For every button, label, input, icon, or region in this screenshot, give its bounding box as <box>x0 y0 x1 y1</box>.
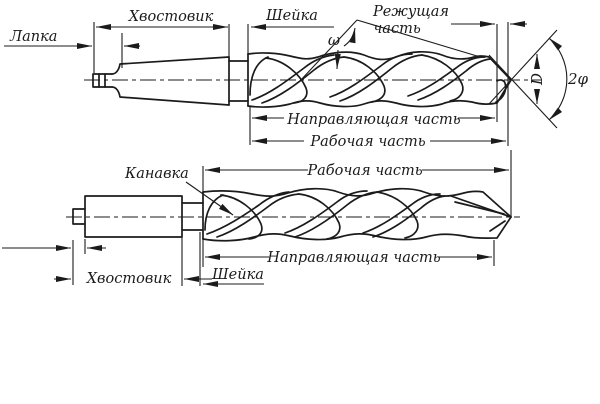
top-neck-label: Шейка <box>265 8 318 24</box>
top-working-part-label: Рабочая часть <box>309 134 425 150</box>
bottom-guiding-part-label: Направляющая часть <box>266 250 440 266</box>
bottom-fluted-body <box>202 187 512 242</box>
bottom-shank-stub <box>72 208 86 225</box>
bottom-shank-outline <box>84 195 183 238</box>
top-cutting-part-label-line1: Режущая <box>372 4 449 20</box>
top-neck-outline <box>228 60 249 102</box>
bottom-shank-label: Хвостовик <box>86 271 172 287</box>
bottom-flute-label: Канавка <box>124 166 189 182</box>
point-angle-symbol: 2φ <box>567 70 589 88</box>
top-tang-outline <box>92 73 113 88</box>
top-helix-angle-markup: ω <box>298 19 478 83</box>
helix-angle-symbol: ω <box>328 31 340 49</box>
top-taper-shank-outline <box>111 56 230 106</box>
diameter-symbol: D <box>528 73 546 86</box>
bottom-neck-label: Шейка <box>211 267 264 283</box>
bottom-working-part-label: Рабочая часть <box>306 163 422 179</box>
top-body-bottom-edge <box>247 79 512 108</box>
top-tang-label: Лапка <box>9 29 57 45</box>
top-cutting-part-label-line2: часть <box>373 21 421 37</box>
top-tip-margin-curl <box>495 79 507 103</box>
top-drill: Лапка Хвостовик Шейка Режущая часть ω D <box>4 4 589 150</box>
top-guiding-part-label: Направляющая часть <box>286 112 460 128</box>
bottom-flute-leader <box>185 181 234 216</box>
top-diameter-markup: D <box>528 54 546 104</box>
top-point-angle-markup: 2φ <box>548 37 589 121</box>
bottom-neck-outline <box>181 202 204 231</box>
bottom-body-top-edge <box>202 187 512 218</box>
top-shank-label: Хвостовик <box>128 9 214 25</box>
top-body-top-edge <box>247 51 512 81</box>
top-point-angle-lines <box>488 29 558 129</box>
top-fluted-body <box>247 51 512 108</box>
bottom-drill: Рабочая часть Канавка Направляющая часть… <box>2 150 520 287</box>
